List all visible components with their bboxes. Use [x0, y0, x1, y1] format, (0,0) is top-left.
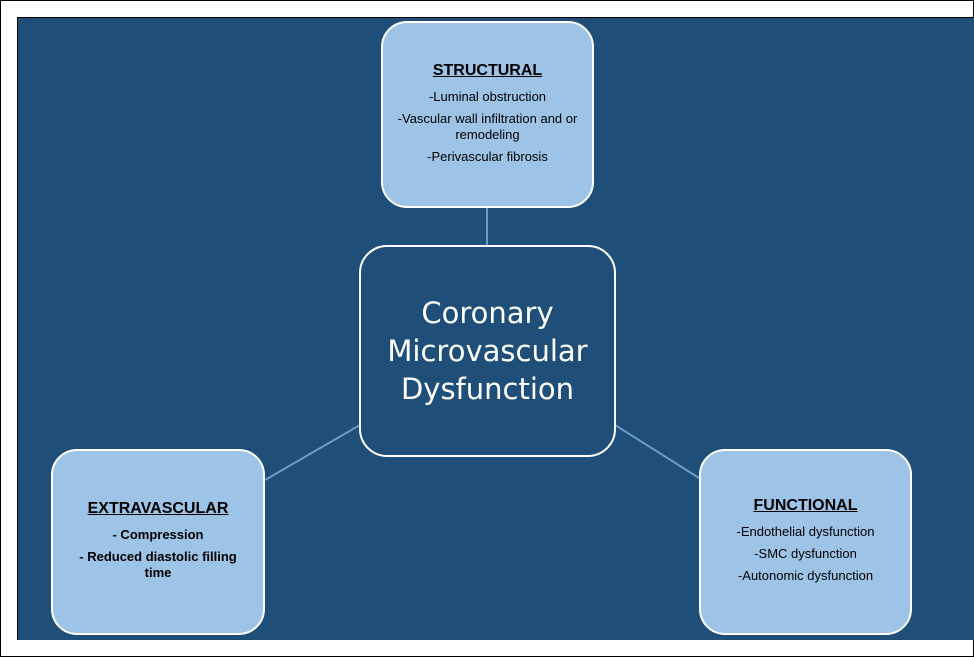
structural-box: STRUCTURAL -Luminal obstruction -Vascula… [381, 21, 594, 208]
connector-extravascular [264, 424, 361, 481]
center-node: Coronary Microvascular Dysfunction [359, 245, 616, 457]
functional-box: FUNCTIONAL -Endothelial dysfunction -SMC… [699, 449, 912, 635]
functional-item: -Endothelial dysfunction [736, 524, 875, 539]
center-title-line: Dysfunction [400, 372, 575, 406]
structural-item: -Luminal obstruction [428, 88, 547, 104]
center-title: Coronary Microvascular Dysfunction [377, 294, 597, 408]
connector-functional [614, 424, 700, 479]
extravascular-box: EXTRAVASCULAR - Compression - Reduced di… [51, 449, 265, 635]
center-title-line: Coronary [421, 296, 554, 330]
extravascular-heading: EXTRAVASCULAR [87, 500, 229, 517]
structural-item: -Perivascular fibrosis [427, 148, 548, 164]
structural-heading: STRUCTURAL [432, 61, 543, 79]
center-title-line: Microvascular [387, 334, 588, 368]
structural-item: -Vascular wall infiltration and or remod… [397, 110, 578, 142]
functional-heading: FUNCTIONAL [753, 497, 858, 514]
extravascular-item: - Reduced diastolic filling time [79, 549, 237, 580]
functional-item: -SMC dysfunction [754, 546, 857, 561]
functional-item: -Autonomic dysfunction [737, 568, 874, 583]
extravascular-item: - Compression [112, 527, 204, 542]
